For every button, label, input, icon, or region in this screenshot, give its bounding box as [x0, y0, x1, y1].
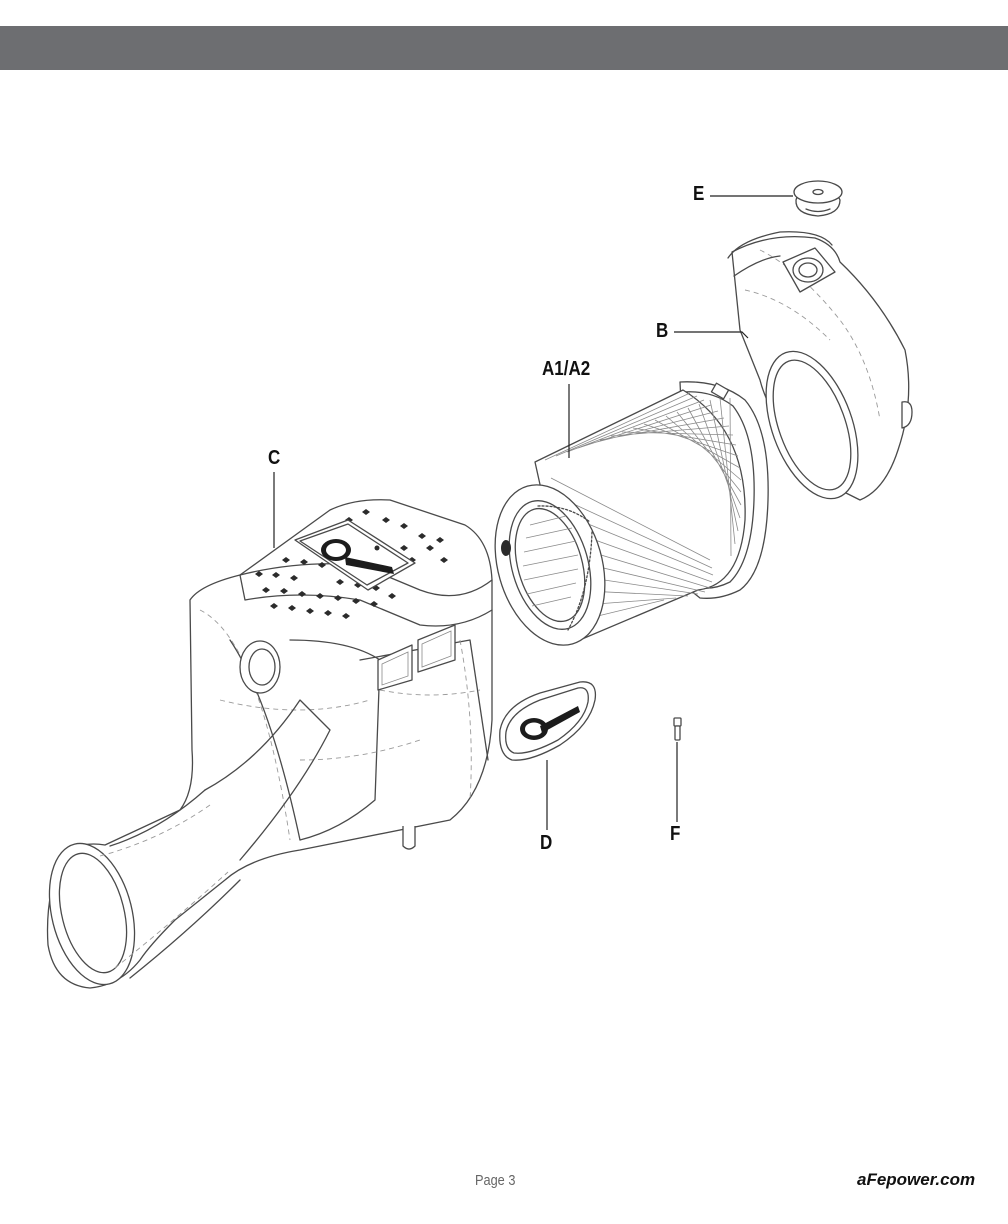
callout-d: D [540, 832, 553, 854]
callout-c: C [268, 447, 281, 469]
callout-a1-a2: A1/A2 [542, 358, 591, 380]
afe-power-logo [321, 539, 394, 574]
page-number: Page 3 [475, 1172, 516, 1189]
website-url: aFepower.com [857, 1170, 976, 1189]
callout-e: E [693, 183, 705, 205]
part-e-cap [793, 180, 843, 217]
part-f-stud [673, 717, 682, 741]
part-c-intake-housing [46, 499, 493, 989]
part-d-badge [499, 681, 597, 761]
leader-b [674, 331, 749, 339]
part-a-cone-filter [494, 381, 769, 646]
filter-pleats [544, 392, 742, 623]
header-bar [0, 26, 1008, 70]
callout-f: F [670, 823, 681, 845]
inner-pleats [522, 515, 579, 607]
afe-logo-ring [501, 540, 511, 556]
callout-b: B [656, 320, 669, 342]
part-b-outlet-tube [727, 231, 913, 501]
